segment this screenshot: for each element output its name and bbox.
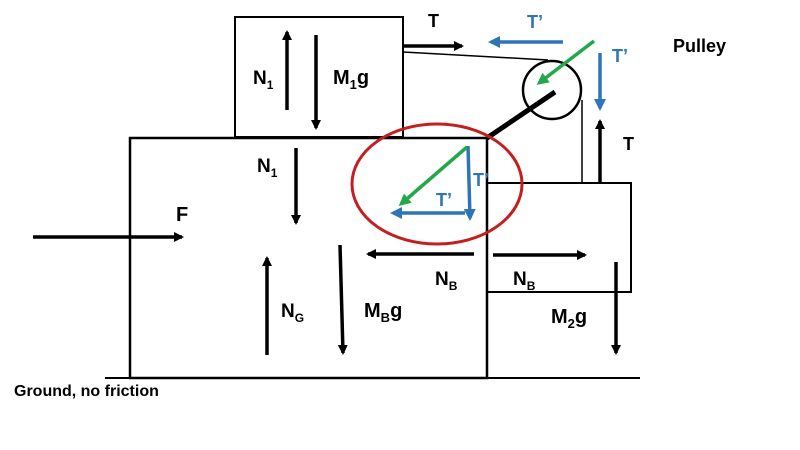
- label-Tprime-top: T’: [527, 12, 543, 32]
- label-Tprime-horizontal: T’: [436, 190, 452, 210]
- pulley-wheel: [521, 59, 583, 121]
- rope-horizontal: [402, 51, 549, 61]
- label-N1-top: N1: [253, 68, 274, 92]
- force-arrow-resultant-pulley: [536, 39, 596, 85]
- label-pulley: Pulley: [673, 36, 726, 56]
- label-T-right: T: [623, 134, 634, 154]
- label-M1g: M1g: [333, 67, 369, 92]
- label-Tprime-pulley: T’: [612, 46, 628, 66]
- label-T-top: T: [428, 11, 439, 31]
- label-N1-block: N1: [257, 156, 278, 180]
- highlight-ellipse: [350, 122, 524, 246]
- label-NB-left: NB: [435, 269, 458, 293]
- label-NB-right: NB: [513, 269, 536, 293]
- label-MBg: MBg: [364, 300, 402, 325]
- force-arrow-MBg: [337, 244, 348, 355]
- label-Tprime-vertical: T’: [473, 170, 489, 190]
- label-ground: Ground, no friction: [14, 383, 159, 400]
- label-NG: NG: [281, 301, 304, 325]
- force-arrow-resultant-triangle: [398, 145, 469, 206]
- pulley-support-rod: [485, 89, 557, 141]
- force-arrow-Tprime-vertical-triangle: [463, 145, 476, 221]
- label-F: F: [176, 204, 188, 226]
- block-m2: [486, 182, 632, 293]
- label-M2g: M2g: [551, 306, 587, 331]
